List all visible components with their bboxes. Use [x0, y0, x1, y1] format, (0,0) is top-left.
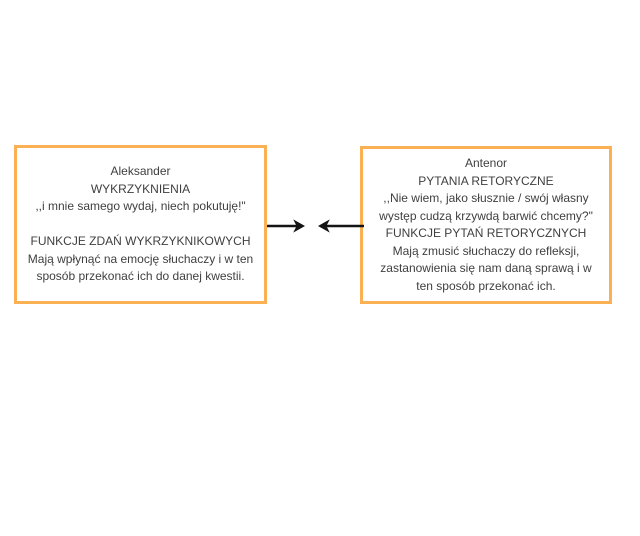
text-line: ten sposób przekonać ich. — [416, 278, 556, 293]
text-line: Mają zmusić słuchaczy do refleksji, — [392, 243, 580, 258]
text-line: Mają wpłynąć na emocję słuchaczy i w ten — [27, 251, 254, 266]
text-line: Antenor — [464, 156, 507, 170]
text-line: sposób przekonać ich do danej kwestii. — [36, 269, 245, 284]
converging-arrows — [267, 219, 364, 233]
text-line: WYKRZYKNIENIA — [90, 181, 191, 196]
text-line: Aleksander — [110, 164, 171, 179]
text-line: FUNKCJE ZDAŃ WYKRZYKNIKOWYCH — [30, 234, 251, 249]
text-line: występ cudzą krzywdą barwić chcemy?" — [379, 208, 593, 223]
text-line: PYTANIA RETORYCZNE — [418, 173, 554, 188]
text-line — [28, 216, 253, 234]
text-line: ,,i mnie samego wydaj, niech pokutuję!" — [35, 199, 246, 214]
text-line: FUNKCJE PYTAŃ RETORYCZNYCH — [385, 226, 587, 240]
text-line: zastanowienia się nam daną sprawą i w — [380, 261, 592, 275]
arrow-left-icon — [318, 219, 364, 233]
arrow-right-icon — [267, 219, 305, 233]
text-line: ,,Nie wiem, jako słusznie / swój własny — [383, 191, 589, 205]
